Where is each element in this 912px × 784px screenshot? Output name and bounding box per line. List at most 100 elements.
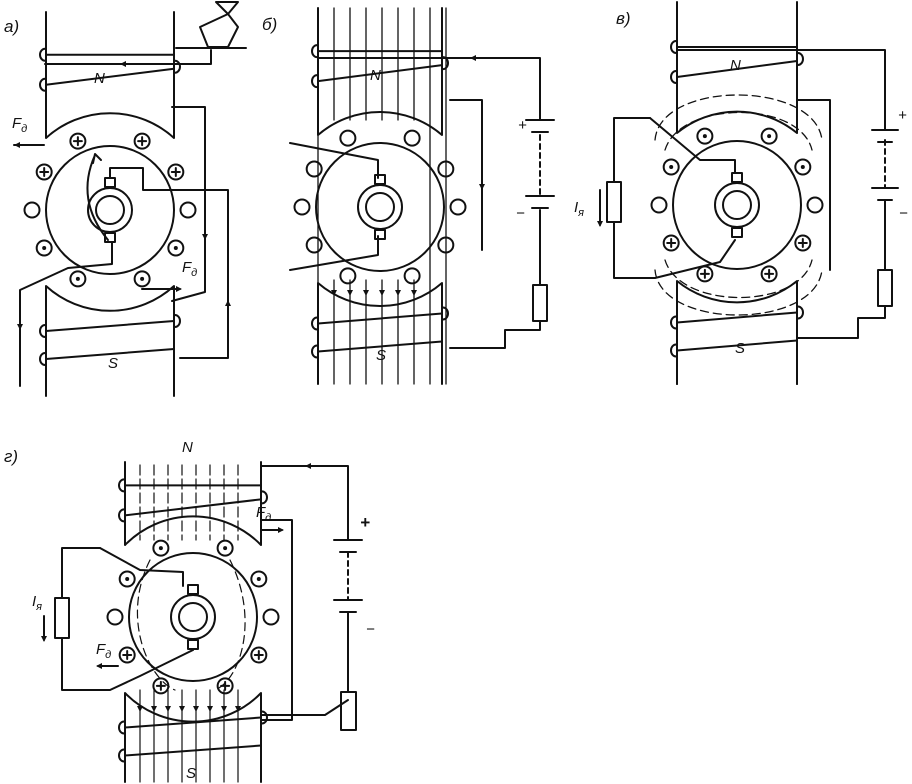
panel-a-north-pole (45, 11, 175, 139)
panel-v-conductor-plus-icon (666, 238, 677, 248)
panel-a-conductor-plus-icon (39, 167, 50, 177)
panel-g-conductor-dot-icon (223, 546, 228, 551)
panel-b-north-pole (317, 7, 443, 136)
panel-b-conductor (449, 198, 467, 216)
panel-a-conductor-plus-icon (137, 136, 148, 147)
panel-g-north-pole (124, 461, 262, 546)
panel-b-wire (317, 57, 541, 121)
panel-v-conductor-plus-icon (699, 268, 710, 279)
panel-g-conductor-dot-icon (125, 577, 130, 581)
panel-v-north-label: N (730, 57, 741, 74)
panel-v-conductor-plus-icon (764, 268, 775, 279)
panel-g-field-arrow (151, 706, 157, 712)
panel-v-shaft (722, 190, 752, 220)
panel-g-conductor (262, 608, 280, 626)
panel-b-field-arrow (395, 290, 401, 296)
panel-a-conductor (179, 201, 197, 219)
panel-v-field-lines (654, 94, 823, 316)
panel-a-rotation-arrow (86, 153, 109, 241)
panel-a-current-arrow (202, 234, 208, 240)
panel-b-conductor (339, 129, 357, 147)
panel-b-field-arrow (363, 290, 369, 296)
panel-g-north-label: N (182, 439, 193, 456)
panel-v-north-coil-loops (670, 39, 804, 84)
panel-g-label: г) (4, 447, 18, 466)
panel-g-wire (261, 519, 293, 721)
panel-b-wire (449, 320, 541, 349)
panel-a-conductor-plus-icon (170, 167, 181, 177)
panel-a-brush-top (104, 177, 116, 188)
panel-a-wire (109, 167, 229, 359)
panel-v-pole-ends (676, 339, 798, 385)
panel-v-south-label: S (735, 340, 745, 357)
panel-v-label: в) (616, 9, 631, 28)
panel-g-current-arrow (305, 463, 311, 469)
panel-a-commutator (87, 187, 133, 233)
panel-a-south-coil-loops (39, 314, 181, 366)
panel-v-commutator (714, 182, 760, 228)
panel-g-field-arrow (235, 706, 241, 712)
panel-g-wire (261, 699, 349, 716)
panel-g-south-label: S (186, 765, 196, 782)
battery-plus-g: + (360, 513, 370, 532)
panel-v-armature-circuit (649, 117, 736, 173)
panel-v-wire (796, 99, 831, 271)
panel-b-conductor (293, 198, 311, 216)
panel-b-south-label: S (376, 347, 386, 364)
panel-b-north-label: N (370, 67, 381, 84)
panel-a-south-label: S (108, 355, 118, 372)
panel-b-wire (449, 99, 483, 251)
current-label-v: Iя (574, 199, 584, 219)
force-label-a-right: Fд (182, 259, 197, 279)
panel-a-current-arrow (120, 61, 126, 67)
panel-a-south-coil (45, 320, 175, 360)
panel-b-brush-wires (289, 142, 379, 271)
panel-b-conductor (305, 160, 323, 178)
panel-v-south-pole (676, 280, 798, 385)
panel-a-current-arrow (17, 324, 23, 330)
panel-v-current-arrowhead (597, 221, 603, 227)
panel-v-conductor-dot-icon (669, 165, 674, 169)
panel-b-current-arrow (479, 184, 485, 190)
force-label-g-left: Fд (96, 641, 111, 661)
panel-g-force-arrowhead (278, 527, 284, 533)
panel-a-conductor-dot-icon (75, 276, 80, 281)
battery-minus-v: − (899, 205, 908, 222)
panel-b-field-arrow (411, 290, 417, 296)
panel-v-brush-bottom (731, 227, 743, 238)
panel-b-field-arrow (347, 290, 353, 296)
panel-b-battery (525, 119, 555, 209)
panel-b-field-arrow (331, 290, 337, 296)
panel-v-conductor-plus-icon (797, 238, 808, 248)
battery-plus-v: + (898, 107, 907, 124)
panel-g-battery (333, 539, 363, 613)
panel-a-force-arrowhead (14, 142, 20, 148)
panel-g-armature-circuit (99, 547, 184, 587)
panel-v-south-coil (676, 311, 798, 352)
panel-g-conductor (106, 608, 124, 626)
panel-a-conductor-dot-icon (42, 246, 47, 250)
panel-b-conductor (403, 267, 421, 285)
panel-a-wire (44, 49, 212, 65)
panel-g-south-coil-loops (118, 710, 268, 763)
panel-g-conductor-dot-icon (256, 577, 261, 581)
panel-g-rheostat (340, 691, 357, 731)
panel-v-brush-top (731, 172, 743, 183)
panel-g-field-arrow (165, 706, 171, 712)
panel-a-conductor-dot-icon (140, 276, 145, 281)
panel-a-north-coil-loops (39, 47, 181, 92)
panel-g-field-lines (136, 559, 246, 691)
panel-g-armature-circuit (61, 547, 194, 691)
panel-b-conductor (403, 129, 421, 147)
panel-v-conductor-dot-icon (767, 134, 772, 139)
panel-b-label: б) (262, 15, 277, 34)
panel-g-conductor-dot-icon (158, 546, 163, 551)
panel-a-armature (45, 145, 175, 275)
panel-v-armature-circuit (613, 117, 736, 279)
panel-b-brush-top (374, 174, 386, 185)
panel-b-conductor (339, 267, 357, 285)
panel-a-conductor (23, 201, 41, 219)
panel-v-resistor (606, 181, 622, 223)
panel-b-field-arrow (379, 290, 385, 296)
